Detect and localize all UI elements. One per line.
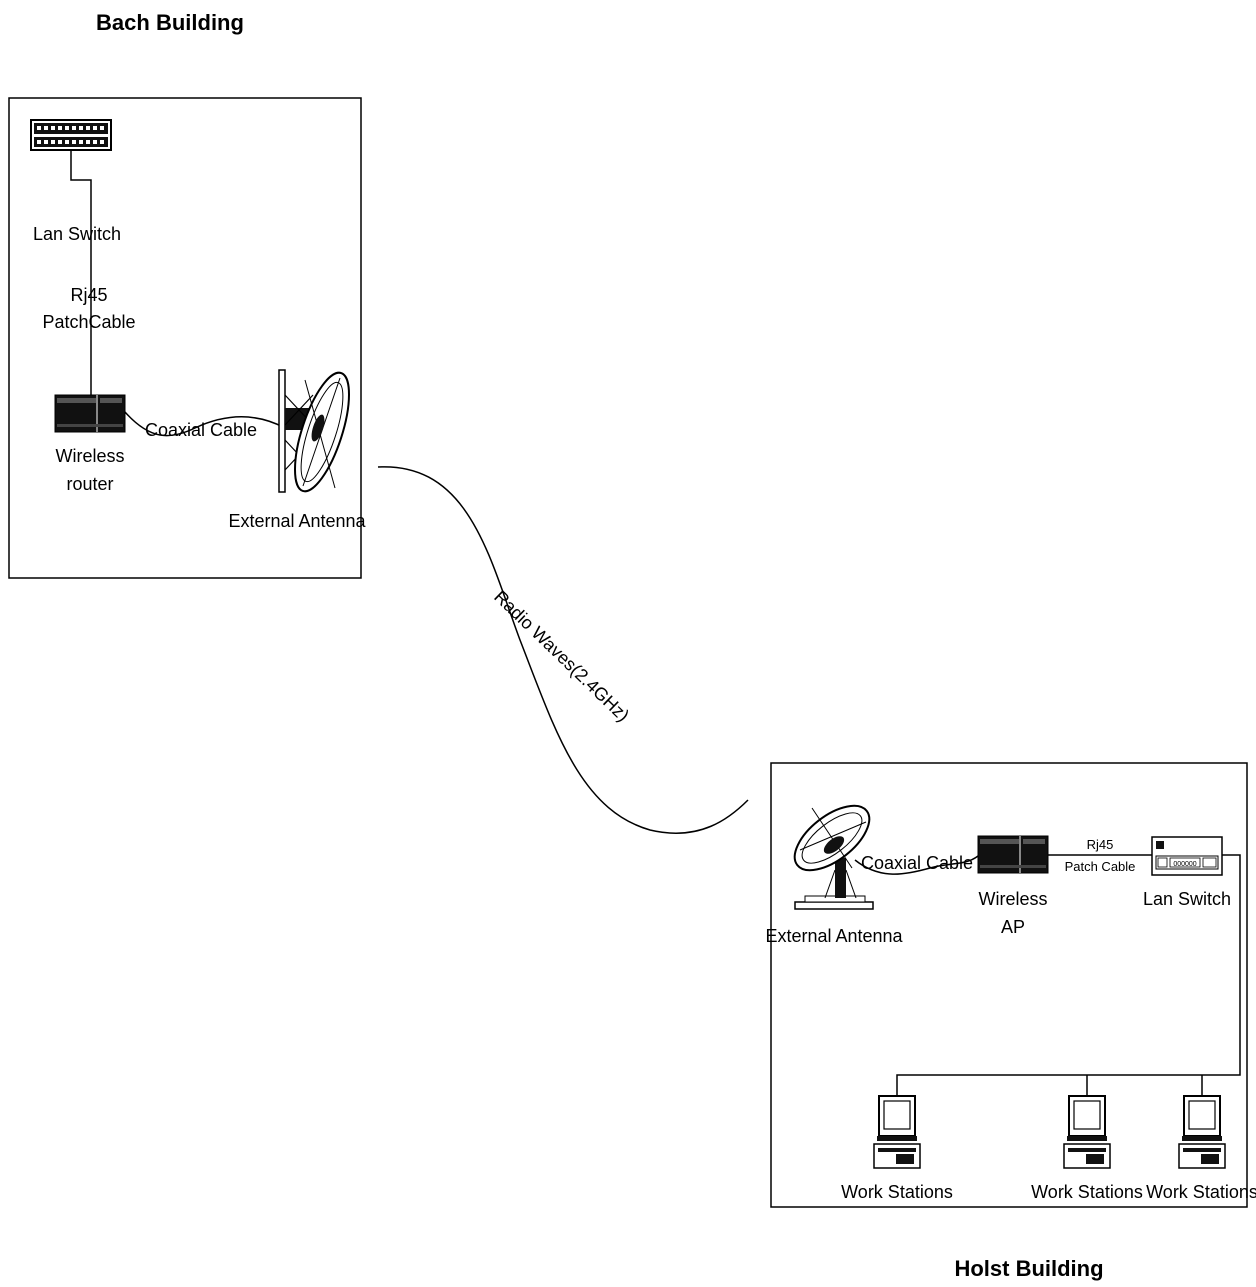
holst-external-antenna-icon: [793, 804, 874, 910]
holst-ap-label-1: Wireless: [978, 889, 1047, 909]
holst-lan-switch-label: Lan Switch: [1143, 889, 1231, 909]
bach-antenna-label: External Antenna: [228, 511, 366, 531]
holst-patch-cable-label-1: Rj45: [1087, 837, 1114, 852]
switch-port-text: 000000: [1173, 861, 1196, 868]
bach-lan-switch-label: Lan Switch: [33, 224, 121, 244]
workstation-icon: [873, 1095, 921, 1169]
bach-building-box: [8, 97, 362, 579]
bach-patch-cable-line: [70, 150, 92, 395]
bach-patch-cable-label-2: PatchCable: [42, 312, 135, 332]
bach-building-title: Bach Building: [96, 10, 244, 35]
bach-coax-cable-line: [124, 411, 286, 437]
workstation-label-2: Work Stations: [1031, 1182, 1143, 1202]
bach-wireless-router-icon: [54, 394, 126, 433]
holst-antenna-label: External Antenna: [765, 926, 903, 946]
holst-coax-label: Coaxial Cable: [861, 853, 973, 873]
bach-lan-switch-icon: [30, 119, 112, 151]
bach-coax-label: Coaxial Cable: [145, 420, 257, 440]
bach-router-label-1: Wireless: [55, 446, 124, 466]
radio-wave-link: [377, 466, 749, 834]
holst-ap-label-2: AP: [1001, 917, 1025, 937]
holst-bus-cable: [896, 854, 1241, 1096]
workstation-label-3: Work Stations: [1146, 1182, 1256, 1202]
workstation-label-1: Work Stations: [841, 1182, 953, 1202]
holst-building-box: [770, 762, 1248, 1208]
workstation-icon: [1178, 1095, 1226, 1169]
holst-lan-switch-icon: 000000: [1151, 836, 1223, 876]
workstation-icon: [1063, 1095, 1111, 1169]
bach-router-label-2: router: [66, 474, 113, 494]
bach-patch-cable-label-1: Rj45: [70, 285, 107, 305]
radio-wave-label: Radio Waves(2.4GHz): [490, 586, 633, 725]
holst-building-title: Holst Building: [954, 1256, 1103, 1281]
holst-coax-cable-line: [854, 855, 979, 875]
holst-wireless-ap-icon: [977, 835, 1049, 874]
holst-patch-cable-label-2: Patch Cable: [1065, 859, 1136, 874]
bach-external-antenna-icon: [278, 369, 350, 493]
